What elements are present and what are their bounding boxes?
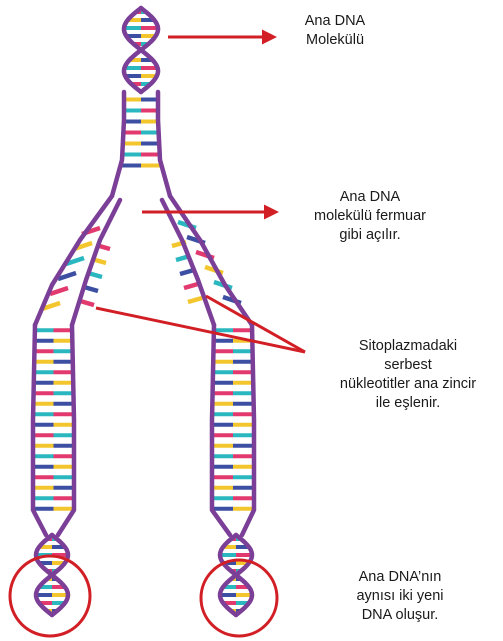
label-result: Ana DNA’nın aynısı iki yeni DNA oluşur. — [330, 568, 470, 625]
unpaired-base — [184, 284, 198, 288]
pointer-right-arm — [206, 296, 305, 352]
daughter-right-left-strand — [212, 325, 230, 535]
annotation-arrows — [96, 37, 305, 352]
trunk-right — [158, 92, 170, 196]
label-unzipping: Ana DNA molekülü fermuar gibi açılır. — [290, 188, 450, 245]
label-parent-molecule: Ana DNA Molekülü — [270, 12, 400, 50]
unpaired-base — [84, 287, 98, 291]
unpaired-base — [188, 298, 202, 302]
pointer-left-arm — [96, 308, 305, 352]
label-pairing: Sitoplazmadaki serbest nükleotitler ana … — [318, 337, 498, 413]
daughter-right-right-strand — [242, 325, 254, 535]
trunk-left — [112, 92, 124, 196]
daughter-left-left-strand — [33, 325, 46, 535]
unpaired-base — [80, 301, 94, 305]
daughter-left-right-strand — [58, 325, 74, 535]
